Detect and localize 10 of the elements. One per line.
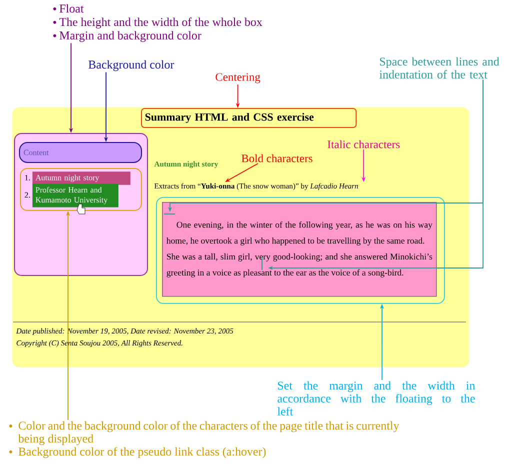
annotation-text: Bold characters <box>242 154 312 162</box>
annotation-text: Centering <box>216 73 260 84</box>
float-area-box <box>156 197 445 304</box>
annotation-text: Set the margin and the width in accordance with the floating to the left <box>277 381 476 416</box>
annotation-text: Space between lines and indentation of the text <box>379 57 500 79</box>
annotation-text: Float The height and the width of the whole box Margin and background color <box>53 4 262 42</box>
title-box: Summary HTML and CSS exercise <box>141 108 357 128</box>
annotation-text: Background color <box>88 60 174 72</box>
annotation-text: Italic characters <box>328 140 400 148</box>
annotation-text: Color and the background color of the characters of the page title that is currently being displayed Background color of the pseudo link class (a:hover) <box>9 421 400 458</box>
